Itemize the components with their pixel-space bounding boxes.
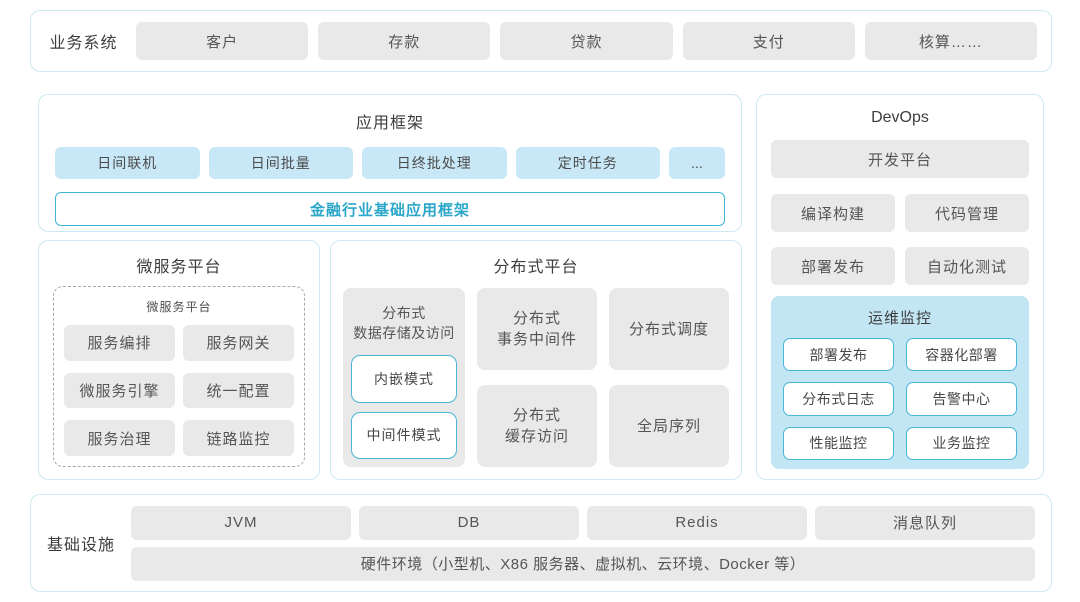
devops-item-code-mgmt: 代码管理 [905,194,1029,232]
app-framework-items-row: 日间联机 日间批量 日终批处理 定时任务 ... [55,147,725,179]
micro-item-orchestration: 服务编排 [64,325,175,361]
ops-item-business-monitor: 业务监控 [906,426,1017,460]
micro-item-trace-monitor: 链路监控 [183,420,294,456]
business-item-loan: 贷款 [500,22,673,60]
appfw-item-eod-batch: 日终批处理 [362,147,507,179]
devops-section: DevOps 开发平台 编译构建 代码管理 部署发布 自动化测试 运维监控 部署… [756,94,1044,480]
distributed-storage-title: 分布式 数据存储及访问 [353,305,455,341]
business-items-row: 客户 存款 贷款 支付 核算…… [136,22,1038,60]
devops-item-auto-test: 自动化测试 [905,247,1029,285]
devops-dev-platform: 开发平台 [771,140,1029,178]
micro-item-gateway: 服务网关 [183,325,294,361]
distributed-title: 分布式平台 [493,259,579,276]
dist-item-cache-access: 分布式 缓存访问 [477,385,597,467]
distributed-storage-box: 分布式 数据存储及访问 内嵌模式 中间件模式 [343,288,465,467]
infra-item-jvm: JVM [131,505,351,540]
infrastructure-section: 基础设施 JVM DB Redis 消息队列 硬件环境（小型机、X86 服务器、… [30,494,1052,592]
distributed-storage-modes: 内嵌模式 中间件模式 [351,355,457,459]
business-item-accounting: 核算…… [864,22,1038,60]
devops-items-grid: 编译构建 代码管理 部署发布 自动化测试 [771,194,1029,285]
ops-item-distributed-log: 分布式日志 [783,382,894,416]
appfw-item-ellipsis: ... [669,147,725,179]
distributed-section: 分布式平台 分布式 数据存储及访问 内嵌模式 中间件模式 分布式 事务中间件 分… [330,240,742,480]
devops-item-build: 编译构建 [771,194,895,232]
ops-item-deploy-release: 部署发布 [783,338,894,372]
micro-item-unified-config: 统一配置 [183,372,294,409]
infrastructure-label: 基础设施 [46,537,115,554]
business-item-deposit: 存款 [318,22,491,60]
appfw-item-daytime-online: 日间联机 [55,147,200,179]
ops-item-containerized-deploy: 容器化部署 [906,338,1017,372]
microservice-title: 微服务平台 [136,259,222,276]
microservice-items-grid: 服务编排 服务网关 微服务引擎 统一配置 服务治理 链路监控 [64,325,294,456]
infra-item-db: DB [359,505,579,540]
micro-item-governance: 服务治理 [64,420,175,456]
business-systems-section: 业务系统 客户 存款 贷款 支付 核算…… [30,10,1052,72]
infrastructure-items-row: JVM DB Redis 消息队列 [131,505,1035,540]
ops-monitor-grid: 部署发布 容器化部署 分布式日志 告警中心 性能监控 业务监控 [783,338,1017,460]
ops-item-alert-center: 告警中心 [906,382,1017,416]
business-systems-label: 业务系统 [49,35,118,52]
business-item-customer: 客户 [136,22,309,60]
infrastructure-content: JVM DB Redis 消息队列 硬件环境（小型机、X86 服务器、虚拟机、云… [131,505,1035,581]
ops-monitor-title: 运维监控 [867,310,932,327]
dist-item-scheduling: 分布式调度 [609,288,729,370]
distributed-grid: 分布式 数据存储及访问 内嵌模式 中间件模式 分布式 事务中间件 分布式调度 分… [343,288,729,467]
microservice-section: 微服务平台 微服务平台 服务编排 服务网关 微服务引擎 统一配置 服务治理 链路… [38,240,320,480]
storage-mode-middleware: 中间件模式 [351,411,457,459]
devops-title: DevOps [871,109,929,126]
appfw-item-scheduled-task: 定时任务 [515,147,660,179]
micro-item-engine: 微服务引擎 [64,372,175,409]
app-framework-section: 应用框架 日间联机 日间批量 日终批处理 定时任务 ... 金融行业基础应用框架 [38,94,742,232]
storage-mode-embedded: 内嵌模式 [351,355,457,403]
devops-item-deploy: 部署发布 [771,247,895,285]
business-item-payment: 支付 [682,22,855,60]
finance-base-framework-box: 金融行业基础应用框架 [55,192,725,226]
microservice-inner-box: 微服务平台 服务编排 服务网关 微服务引擎 统一配置 服务治理 链路监控 [53,286,305,467]
appfw-item-daytime-batch: 日间批量 [208,147,353,179]
microservice-inner-title: 微服务平台 [146,300,212,314]
ops-item-performance-monitor: 性能监控 [783,426,894,460]
ops-monitor-panel: 运维监控 部署发布 容器化部署 分布式日志 告警中心 性能监控 业务监控 [771,296,1029,469]
infra-hardware-env: 硬件环境（小型机、X86 服务器、虚拟机、云环境、Docker 等） [131,546,1035,581]
infra-item-mq: 消息队列 [815,505,1035,540]
app-framework-title: 应用框架 [355,115,424,132]
dist-item-transaction-middleware: 分布式 事务中间件 [477,288,597,370]
infra-item-redis: Redis [587,505,807,540]
dist-item-global-sequence: 全局序列 [609,385,729,467]
